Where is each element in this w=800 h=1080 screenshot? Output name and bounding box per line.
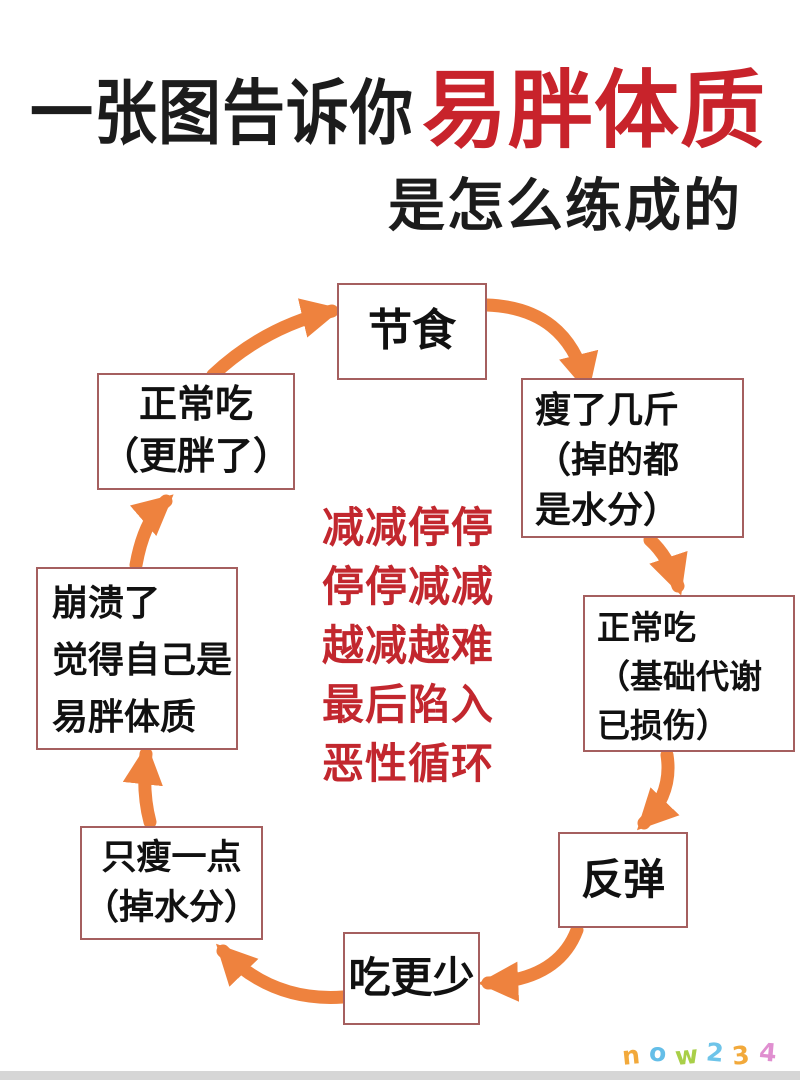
node-label: 节食 xyxy=(368,306,456,355)
arrow-eatless-to-losealittle-icon xyxy=(216,943,350,1004)
center-caption-line: 最后陷入 xyxy=(321,681,494,728)
watermark-letter: 4 xyxy=(757,1037,778,1068)
node-label: 吃更少 xyxy=(348,954,475,1001)
cycle-node-breakdown: 崩溃了 觉得自己是 易胖体质 xyxy=(36,567,238,750)
node-label-line: 崩溃了 xyxy=(52,582,161,623)
center-caption: 减减停停 停停减减 越减越难 最后陷入 恶性循环 xyxy=(318,498,498,793)
title-highlight: 易胖体质 xyxy=(422,64,767,159)
node-label-line: 瘦了几斤 xyxy=(535,389,680,430)
cycle-node-eat-normal-fatter: 正常吃 （更胖了） xyxy=(97,373,295,490)
node-label-line: （掉的都 xyxy=(535,439,680,480)
watermark-letter: 3 xyxy=(731,1040,752,1071)
node-label-line: 正常吃 xyxy=(597,609,696,646)
node-label-line: 易胖体质 xyxy=(52,696,197,737)
center-caption-line: 恶性循环 xyxy=(321,740,494,787)
arrow-lost-to-eatnormal2-icon xyxy=(643,533,688,596)
center-caption-line: 越减越难 xyxy=(321,622,494,669)
cycle-node-eat-less: 吃更少 xyxy=(343,932,480,1025)
node-label-line: 已损伤） xyxy=(597,707,729,744)
title-black-part: 一张图告诉你 xyxy=(30,75,414,154)
node-label-line: （掉水分） xyxy=(83,888,259,927)
node-label-line: 觉得自己是 xyxy=(52,639,233,680)
arrow-rebound-to-eatless-icon xyxy=(477,923,584,1002)
node-label-line: 只瘦一点 xyxy=(101,838,242,877)
center-caption-line: 停停减减 xyxy=(321,563,494,610)
node-label: 反弹 xyxy=(580,856,665,903)
node-label-line: （基础代谢 xyxy=(597,658,762,695)
watermark-letter: o xyxy=(647,1037,668,1068)
watermark-letter: w xyxy=(673,1039,700,1072)
arrow-diet-to-lost-icon xyxy=(480,298,599,394)
node-label-line: 是水分） xyxy=(535,489,680,530)
watermark-logo: n o w 2 3 4 xyxy=(620,1037,778,1072)
arrow-breakdown-to-eatnormal1-icon xyxy=(129,494,174,572)
cycle-node-eat-normal-damaged: 正常吃 （基础代谢 已损伤） xyxy=(583,595,795,752)
watermark-letter: 2 xyxy=(705,1037,726,1068)
cycle-node-lose-a-little: 只瘦一点 （掉水分） xyxy=(80,826,263,940)
arrow-losealittle-to-breakdown-icon xyxy=(122,743,163,829)
node-label-line: 正常吃 xyxy=(138,384,253,426)
center-caption-line: 减减停停 xyxy=(321,504,494,551)
watermark-letter: n xyxy=(620,1040,642,1071)
cycle-node-rebound: 反弹 xyxy=(558,832,688,928)
arrow-eatnormal1-to-diet-icon xyxy=(206,298,342,382)
page-subtitle: 是怎么练成的 xyxy=(388,174,742,238)
bottom-edge-strip xyxy=(0,1071,800,1080)
cycle-node-lost-few-jin: 瘦了几斤 （掉的都 是水分） xyxy=(521,378,744,538)
page-title: 一张图告诉你 易胖体质 xyxy=(30,42,800,165)
node-label-line: （更胖了） xyxy=(100,436,291,478)
arrow-eatnormal2-to-rebound-icon xyxy=(637,748,680,831)
cycle-node-diet: 节食 xyxy=(337,283,487,380)
